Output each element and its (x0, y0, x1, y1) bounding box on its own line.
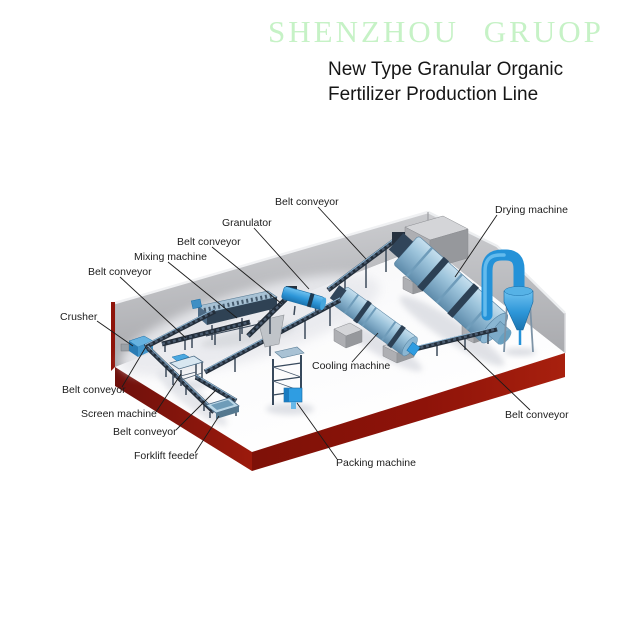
granulator-graphic (281, 286, 327, 316)
label-belt-conveyor-4: Belt conveyor (62, 384, 126, 396)
floor-edge-right (252, 353, 565, 471)
wall-left-red-edge (111, 302, 115, 371)
leader-lines (96, 206, 531, 460)
label-drying-machine: Drying machine (495, 204, 568, 216)
forklift-feeder-graphic (205, 397, 240, 419)
concrete-block (333, 322, 363, 349)
label-belt-conveyor-2: Belt conveyor (177, 236, 241, 248)
label-granulator: Granulator (222, 217, 272, 229)
label-forklift-feeder: Forklift feeder (134, 450, 199, 462)
label-belt-conveyor-5: Belt conveyor (113, 426, 177, 438)
label-belt-conveyor-6: Belt conveyor (505, 409, 569, 421)
label-belt-conveyor-1: Belt conveyor (275, 196, 339, 208)
company-name: SHENZHOU GRUOP (268, 14, 604, 49)
cyclone-pipe-graphic (481, 249, 534, 353)
label-belt-conveyor-3: Belt conveyor (88, 266, 152, 278)
label-screen-machine: Screen machine (81, 408, 157, 420)
label-mixing-machine: Mixing machine (134, 251, 207, 263)
floor-edge-left (115, 367, 252, 471)
belt-conveyor-graphic-5 (143, 308, 251, 352)
packing-machine-graphic (272, 346, 305, 409)
label-cooling-machine: Cooling machine (312, 360, 391, 372)
wall-top-edge-left (114, 210, 429, 305)
page-title-line2: Fertilizer Production Line (328, 84, 539, 105)
page-title-line1: New Type Granular Organic (328, 59, 564, 80)
belt-conveyor-graphic-7 (194, 374, 238, 404)
label-crusher: Crusher (60, 311, 98, 323)
label-packing-machine: Packing machine (336, 457, 416, 469)
cooling-machine-graphic (329, 285, 421, 357)
